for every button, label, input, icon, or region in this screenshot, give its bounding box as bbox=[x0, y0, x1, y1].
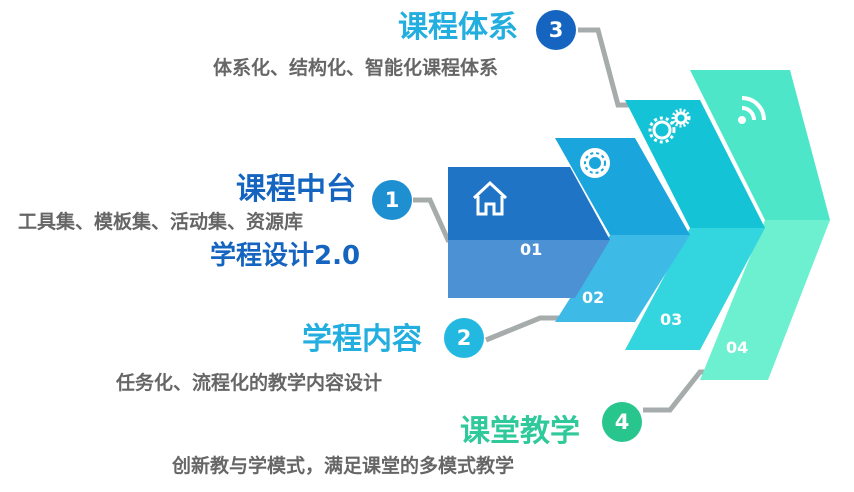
step-badge-2: 2 bbox=[444, 318, 484, 358]
step-number-2: 02 bbox=[582, 288, 605, 307]
gear-icon bbox=[580, 148, 610, 178]
step-subtitle-3: 体系化、结构化、智能化课程体系 bbox=[213, 57, 499, 79]
step-subtitle-2: 任务化、流程化的教学内容设计 bbox=[116, 372, 383, 394]
step-extra-1: 学程设计2.0 bbox=[210, 241, 361, 271]
step-title-4: 课堂教学 bbox=[460, 414, 580, 449]
arrow-step-4-bottom bbox=[700, 220, 830, 380]
arrow-step-1-bottom bbox=[448, 240, 610, 298]
step-badge-1: 1 bbox=[372, 180, 412, 220]
step-title-1: 课程中台 bbox=[236, 172, 356, 207]
connector-line-3 bbox=[578, 27, 636, 108]
step-title-2: 学程内容 bbox=[302, 322, 422, 357]
arrow-step-3-top bbox=[625, 100, 765, 228]
arrow-step-4-top bbox=[690, 70, 830, 220]
house-icon bbox=[472, 180, 508, 216]
step-title-3: 课程体系 bbox=[398, 10, 518, 45]
step-subtitle-4: 创新教与学模式，满足课堂的多模式教学 bbox=[172, 455, 515, 477]
step-badge-4: 4 bbox=[602, 402, 642, 442]
arrow-step-3-bottom bbox=[625, 228, 765, 350]
step-number-4: 04 bbox=[726, 338, 749, 357]
gears-icon bbox=[648, 108, 691, 144]
arrow-step-2-bottom bbox=[555, 235, 690, 322]
step-number-3: 03 bbox=[660, 310, 683, 329]
step-number-1: 01 bbox=[520, 240, 543, 259]
connector-line-2 bbox=[485, 315, 560, 343]
step-badge-3: 3 bbox=[536, 10, 576, 50]
step-subtitle-1: 工具集、模板集、活动集、资源库 bbox=[18, 211, 304, 233]
wifi-icon bbox=[738, 96, 766, 124]
